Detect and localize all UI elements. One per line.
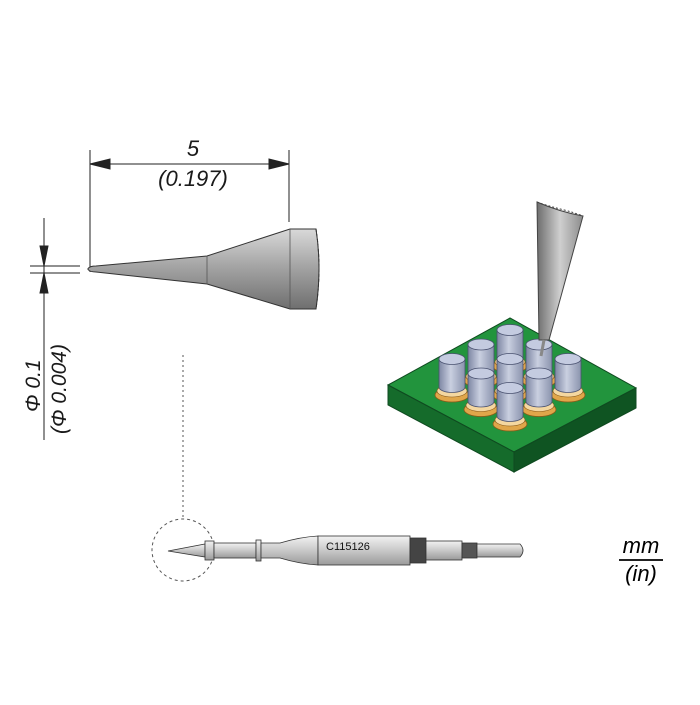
tip-profile <box>87 228 320 310</box>
length-in-label: (0.197) <box>158 166 228 191</box>
soldering-tip-3d <box>536 201 584 357</box>
cartridge-side-view <box>167 535 524 566</box>
length-dimension <box>89 150 290 272</box>
diameter-dimension <box>30 218 80 440</box>
diameter-in-label: (Φ 0.004) <box>48 344 71 434</box>
pcb-pin <box>550 353 586 403</box>
unit-primary: mm <box>622 533 660 558</box>
pcb-pin <box>463 367 499 417</box>
pcb-pin <box>434 353 470 403</box>
pcb-pins <box>434 324 586 432</box>
diameter-labels: Φ 0.1 (Φ 0.004) <box>18 300 78 460</box>
part-number-label: C115126 <box>326 541 370 553</box>
pcb-pin <box>492 382 528 432</box>
diameter-mm-label: Φ 0.1 <box>22 359 45 412</box>
unit-secondary: (in) <box>625 560 657 586</box>
unit-divider <box>619 559 663 561</box>
length-mm-label: 5 <box>186 136 200 161</box>
units-legend: mm (in) <box>606 534 676 586</box>
pcb-pin <box>521 367 557 417</box>
